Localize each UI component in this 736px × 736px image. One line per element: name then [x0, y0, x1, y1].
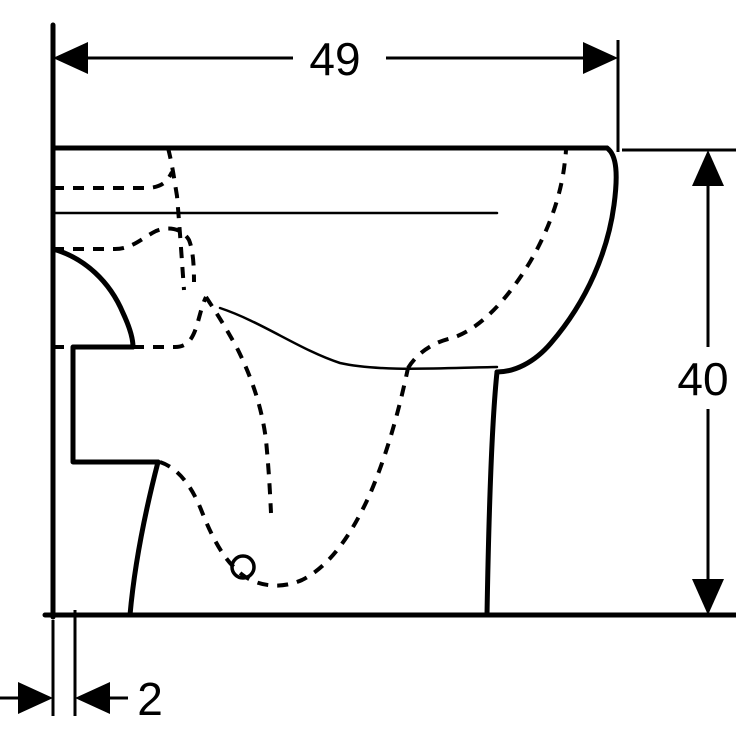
- hidden-siphon-trap: [159, 367, 410, 588]
- offset-arrowhead-right-icon: [75, 682, 110, 714]
- pedestal-left-leg: [127, 459, 161, 618]
- bowl-inner-lower-sweep: [218, 306, 499, 370]
- hidden-flush-chamber-bottom: [53, 296, 208, 349]
- hidden-inlet-riser: [166, 147, 186, 291]
- trap-outlet-circle-icon: [230, 554, 256, 580]
- wall-bracket-curve: [50, 246, 136, 350]
- offset-dimension-label: 2: [137, 673, 163, 725]
- dimension-height-40: 40: [622, 148, 736, 615]
- hidden-inlet-top-left: [53, 171, 174, 190]
- pedestal-right-leg: [484, 369, 500, 618]
- dimension-width-49: 49: [51, 25, 620, 152]
- offset-arrowhead-left-icon: [18, 682, 53, 714]
- height-dimension-label: 40: [677, 353, 728, 405]
- toilet-internal-hidden-lines: [53, 147, 568, 588]
- dimension-offset-2: 2: [0, 610, 163, 725]
- hidden-flush-chamber-top: [53, 226, 196, 283]
- height-arrowhead-bottom-icon: [692, 579, 724, 615]
- toilet-outline-solid: [42, 22, 736, 620]
- width-dimension-label: 49: [309, 33, 360, 85]
- bowl-right-outer-wall: [494, 145, 619, 375]
- width-arrowhead-right-icon: [583, 42, 618, 74]
- height-arrowhead-top-icon: [692, 150, 724, 186]
- width-arrowhead-left-icon: [53, 42, 88, 74]
- hidden-bowl-inner-right-wall: [406, 147, 568, 370]
